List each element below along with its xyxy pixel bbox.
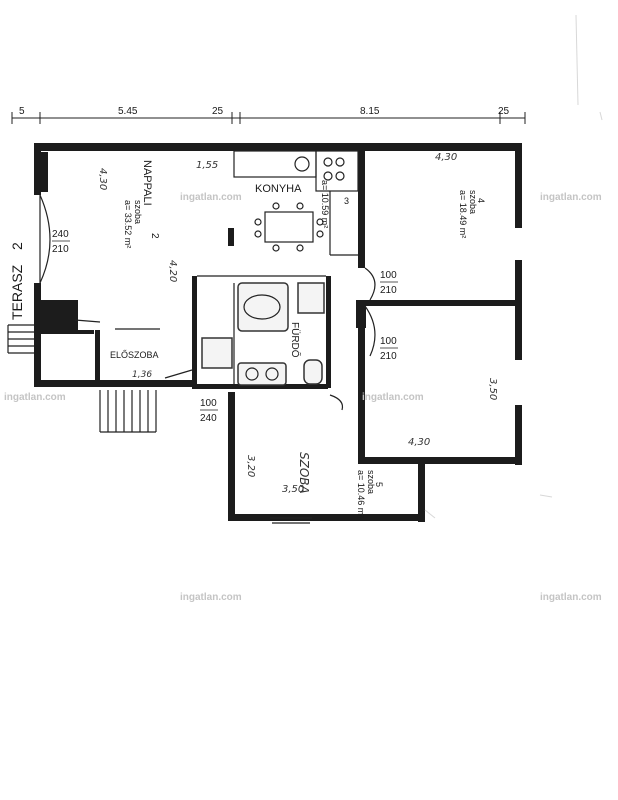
watermarks: ingatlan.com ingatlan.com ingatlan.com i…	[4, 192, 602, 603]
watermark-4: ingatlan.com	[362, 392, 424, 403]
watermark-6: ingatlan.com	[540, 592, 602, 603]
door4-height: 240	[200, 413, 217, 424]
walls	[34, 143, 522, 522]
door2-height: 210	[380, 285, 397, 296]
dimension-line-top: 5 5.45 25 8.15 25	[11, 106, 526, 124]
room-labels: TERASZ 2 2 NAPPALI szoba a= 33.52 m² KON…	[9, 160, 486, 518]
watermark-5: ingatlan.com	[180, 592, 242, 603]
dim-4: 8.15	[360, 106, 380, 117]
room4-area: a= 18.49 m²	[458, 190, 468, 238]
kitchen-number: 3	[344, 196, 349, 206]
room5-area: a= 10.46 m²	[356, 470, 366, 518]
door4-width: 100	[200, 398, 217, 409]
note-5: 3,50	[282, 484, 304, 495]
room4-number: 4	[476, 198, 486, 203]
note-1: 4,30	[97, 168, 108, 190]
dim-5: 25	[498, 106, 510, 117]
entrance-steps	[99, 390, 157, 433]
note-3: 1,55	[196, 160, 218, 171]
room5-number: 5	[374, 482, 384, 487]
handwritten-notes: 4,30 4,30 1,55 4,30 3,50 3,20 3,50 4,20 …	[97, 152, 498, 495]
living-type: szoba	[133, 200, 143, 224]
note-4: 4,30	[408, 437, 430, 448]
living-area: a= 33.52 m²	[123, 200, 133, 248]
scan-marks	[424, 14, 603, 519]
door3-height: 210	[380, 351, 397, 362]
note-7: 3,50	[487, 378, 498, 400]
room4-type: szoba	[468, 190, 478, 214]
terrace-label: TERASZ	[9, 264, 25, 320]
note-2: 4,30	[435, 152, 457, 163]
room5-type: szoba	[366, 470, 376, 494]
kitchen-label: KONYHA	[255, 183, 302, 195]
living-name: NAPPALI	[141, 160, 153, 206]
note-8: 4,20	[167, 260, 178, 282]
terrace-steps	[7, 324, 34, 354]
dim-3: 25	[212, 106, 224, 117]
dim-1: 5	[19, 106, 25, 117]
note-6: 3,20	[245, 455, 256, 477]
dim-2: 5.45	[118, 106, 138, 117]
note-9: 1,36	[132, 370, 152, 380]
room-hand-label: SZOBA	[297, 452, 311, 494]
living-number: 2	[149, 233, 160, 239]
door1-width: 240	[52, 229, 69, 240]
bath-label: FÜRDŐ	[289, 322, 303, 358]
door2-width: 100	[380, 270, 397, 281]
terrace-number: 2	[9, 242, 25, 250]
kitchen-area: a= 10.59 m²	[320, 180, 330, 228]
door3-width: 100	[380, 336, 397, 347]
watermark-2: ingatlan.com	[540, 192, 602, 203]
entrance-label: ELŐSZOBA	[110, 350, 159, 360]
watermark-3: ingatlan.com	[4, 392, 66, 403]
door-labels: 240 210 100 210 100 210 100 240	[52, 229, 398, 424]
door1-height: 210	[52, 244, 69, 255]
interior-lines	[7, 150, 376, 524]
watermark-1: ingatlan.com	[180, 192, 242, 203]
